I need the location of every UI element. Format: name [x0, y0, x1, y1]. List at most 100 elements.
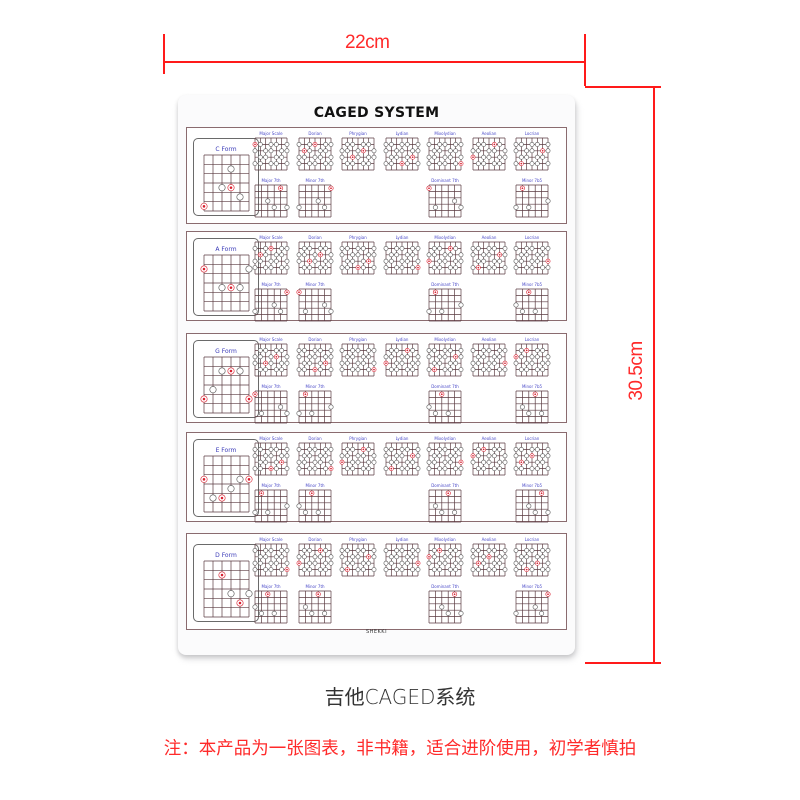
- scale-label: Phrygian: [349, 235, 367, 240]
- chord-label-major7: Major 7th: [261, 384, 281, 389]
- scale-fretboard: [296, 241, 334, 275]
- chord-fretboard-dominant7: [426, 184, 464, 218]
- scale-label: Phrygian: [349, 131, 367, 136]
- scale-label: Phrygian: [349, 436, 367, 441]
- scale-fretboard: [470, 241, 508, 275]
- chord-label-minor7b5: Minor 7b5: [521, 483, 543, 488]
- scale-label: Major Scale: [259, 337, 283, 342]
- chord-label-minor7: Minor 7th: [305, 584, 325, 589]
- scale-label: Aeolian: [481, 337, 497, 342]
- chord-form-fretboard: [200, 254, 253, 312]
- scale-fretboard: [296, 137, 334, 171]
- scale-fretboard: [339, 241, 377, 275]
- poster-title: CAGED SYSTEM: [313, 105, 440, 121]
- chord-fretboard-minor7b5: [513, 288, 549, 322]
- scale-fretboard: [252, 241, 290, 275]
- height-dimension-line: [653, 86, 655, 663]
- scale-label: Dorian: [308, 235, 322, 240]
- chord-label-dominant7: Dominant 7th: [431, 483, 459, 488]
- scale-fretboard: [296, 343, 334, 377]
- scale-label: Dorian: [308, 436, 322, 441]
- chord-label-minor7b5: Minor 7b5: [521, 282, 543, 287]
- chord-form-label: D Form: [215, 552, 237, 559]
- scale-label: Aeolian: [481, 537, 497, 542]
- scale-label: Major Scale: [259, 131, 283, 136]
- scale-label: Locrian: [524, 537, 540, 542]
- scale-label: Aeolian: [481, 436, 497, 441]
- chord-fretboard-major7: [254, 184, 290, 218]
- chord-form-box: C Form: [193, 138, 259, 216]
- chord-fretboard-minor7: [296, 489, 332, 523]
- chord-form-box: G Form: [193, 340, 259, 418]
- scale-label: Mixolydian: [434, 131, 456, 136]
- chord-form-fretboard: [200, 455, 253, 513]
- scale-fretboard: [470, 442, 508, 476]
- scale-fretboard: [339, 137, 377, 171]
- chord-label-minor7b5: Minor 7b5: [521, 178, 543, 183]
- scale-label: Lydian: [395, 537, 409, 542]
- height-dimension-bottom-tick: [585, 662, 661, 664]
- width-dimension-right-tick: [584, 34, 586, 86]
- chord-form-box: E Form: [193, 439, 259, 517]
- scale-fretboard: [513, 442, 551, 476]
- chord-fretboard-minor7b5: [515, 489, 551, 523]
- scale-fretboard: [339, 343, 377, 377]
- chord-label-minor7: Minor 7th: [305, 178, 325, 183]
- chord-fretboard-dominant7: [426, 288, 464, 322]
- scale-label: Phrygian: [349, 337, 367, 342]
- scale-fretboard: [339, 543, 377, 577]
- chord-fretboard-minor7: [296, 288, 334, 322]
- scale-fretboard: [339, 442, 377, 476]
- chord-form-box: D Form: [193, 544, 259, 622]
- chord-form-label: E Form: [215, 447, 237, 454]
- scale-fretboard: [296, 442, 334, 476]
- width-dimension-label: 22cm: [345, 32, 390, 53]
- scale-label: Mixolydian: [434, 235, 456, 240]
- scale-fretboard: [252, 442, 290, 476]
- chord-label-dominant7: Dominant 7th: [431, 178, 459, 183]
- chord-fretboard-minor7b5: [513, 184, 551, 218]
- chord-form-label: G Form: [215, 348, 237, 355]
- scale-fretboard: [383, 241, 421, 275]
- scale-fretboard: [426, 343, 464, 377]
- scale-fretboard: [513, 137, 551, 171]
- scale-fretboard: [426, 543, 464, 577]
- chord-fretboard-dominant7: [428, 489, 462, 523]
- chord-label-minor7: Minor 7th: [305, 483, 325, 488]
- chord-fretboard-dominant7: [426, 390, 462, 424]
- chord-form-fretboard: [200, 154, 250, 212]
- chord-fretboard-major7: [252, 489, 290, 523]
- scale-label: Mixolydian: [434, 537, 456, 542]
- section-d-form: D Form Major Scale Dorian Phrygian Lydian Mix…: [186, 533, 567, 630]
- scale-label: Dorian: [308, 537, 322, 542]
- scale-label: Major Scale: [259, 436, 283, 441]
- chord-label-major7: Major 7th: [261, 584, 281, 589]
- scale-label: Dorian: [308, 131, 322, 136]
- scale-fretboard: [383, 343, 421, 377]
- product-note: 注：本产品为一张图表，非书籍，适合进阶使用，初学者慎拍: [163, 739, 637, 759]
- scale-fretboard: [426, 137, 464, 171]
- chord-label-dominant7: Dominant 7th: [431, 384, 459, 389]
- chord-fretboard-dominant7: [428, 590, 464, 624]
- chord-fretboard-minor7: [296, 390, 334, 424]
- scale-fretboard: [383, 543, 421, 577]
- chord-fretboard-minor7b5: [513, 590, 551, 624]
- chord-form-box: A Form: [193, 238, 259, 316]
- scale-label: Locrian: [524, 131, 540, 136]
- scale-label: Locrian: [524, 235, 540, 240]
- chord-fretboard-major7: [252, 390, 290, 424]
- scale-fretboard: [426, 442, 464, 476]
- scale-fretboard: [470, 543, 508, 577]
- chord-form-label: C Form: [215, 146, 237, 153]
- scale-label: Phrygian: [349, 537, 367, 542]
- scale-fretboard: [513, 241, 551, 275]
- chord-form-label: A Form: [215, 246, 237, 253]
- width-dimension-left-tick: [163, 34, 165, 74]
- scale-label: Aeolian: [481, 131, 497, 136]
- scale-label: Major Scale: [259, 537, 283, 542]
- scale-label: Lydian: [395, 337, 409, 342]
- chord-form-fretboard: [200, 356, 253, 414]
